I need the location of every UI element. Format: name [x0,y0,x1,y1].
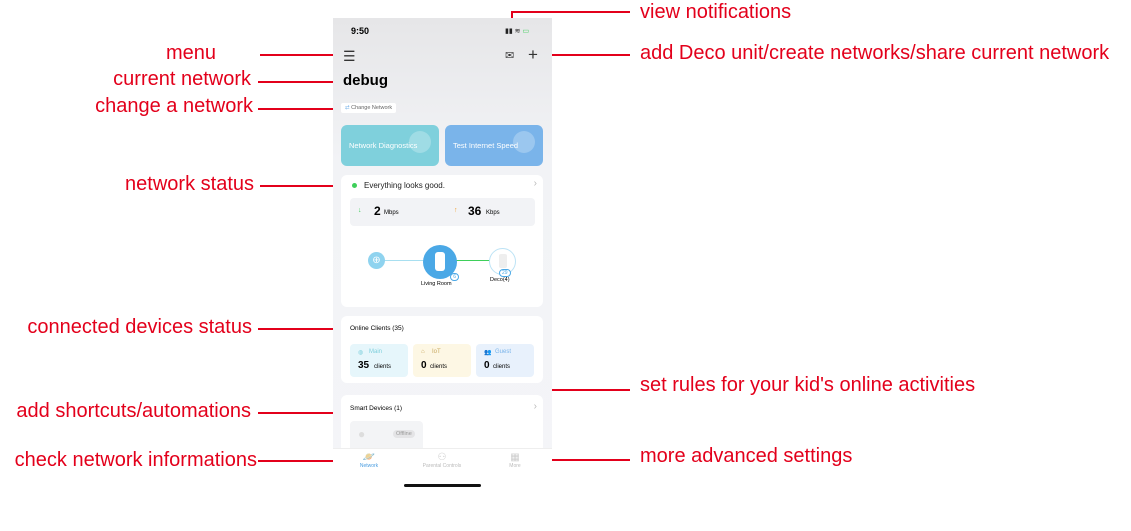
status-dot-icon [352,183,357,188]
tab-label: Parental Controls [422,463,462,469]
link-line [377,260,427,261]
annotation-network-status: network status [125,173,254,195]
tab-parental-controls[interactable]: ⚇Parental Controls [412,452,472,469]
online-clients-title: Online Clients (35) [350,325,404,332]
online-clients-card[interactable]: Online Clients (35) ◍ Main 35 clients ⌂ IoT 0… [341,316,543,383]
family-icon: ⚇ [437,452,447,463]
status-icons: ▮▮ ≋ ▭ [505,28,530,35]
group-unit: clients [374,364,392,370]
iot-icon: ⌂ [421,349,425,355]
annotation-add-deco: add Deco unit/create networks/share curr… [640,42,1110,64]
pointer-line [540,54,630,56]
download-value: 2 [374,204,381,218]
diagnostics-label: Network Diagnostics [349,141,418,150]
chevron-right-icon[interactable]: › [533,178,537,189]
globe-icon: ◍ [358,350,364,356]
tab-label: More [509,463,521,469]
mail-icon[interactable]: ✉ [505,50,515,62]
bulb-icon: ● [358,427,366,441]
tab-network[interactable]: 🪐Network [339,452,399,469]
pointer-line [258,81,345,83]
chevron-right-icon[interactable]: › [533,401,537,412]
change-network-button[interactable]: ⇄ Change Network [341,103,397,113]
speedometer-icon [513,131,535,153]
change-network-label: Change Network [351,105,393,111]
annotation-notifications: view notifications [640,1,792,23]
smart-devices-title: Smart Devices (1) [350,405,403,412]
deco-device-icon [435,252,445,271]
plus-icon[interactable]: + [528,45,538,64]
phone-screen: 9:50 ▮▮ ≋ ▭ ☰ ✉ + debug ⇄ Change Network… [333,18,552,493]
users-icon: 👥 [484,350,492,356]
device-status-badge: Offline [393,430,415,438]
network-name: debug [343,72,388,89]
pointer-line [511,11,630,13]
upload-value: 36 [468,204,482,218]
group-unit: clients [493,364,511,370]
pointer-line [258,328,345,330]
grid-icon: ▦ [510,452,520,463]
speed-test-button[interactable]: Test Internet Speed [445,125,543,166]
speed-label: Test Internet Speed [453,141,519,150]
annotation-shortcuts: add shortcuts/automations [16,400,251,422]
upload-icon: ↑ [454,207,458,214]
speed-panel: ↓ 2 Mbps ↑ 36 Kbps [350,198,535,226]
annotation-current-network: current network [113,68,251,90]
planet-icon: 🪐 [362,452,376,463]
tab-more[interactable]: ▦More [485,452,545,469]
status-message: Everything looks good. [364,181,445,190]
group-count: 0 [421,360,427,371]
pointer-line [258,460,360,462]
satellite-node-badge: 29 [499,269,511,277]
deco-device-icon [499,254,507,268]
group-label: Main [369,349,383,355]
main-node-label: Living Room [421,281,452,287]
shield-icon [409,131,431,153]
group-label: IoT [432,349,441,355]
group-label: Guest [495,349,512,355]
pointer-line [518,459,630,461]
satellite-node-label: Deco(4) [490,277,510,283]
link-line [456,260,501,261]
download-unit: Mbps [384,210,399,216]
annotation-network-info: check network informations [14,449,257,471]
network-status-card[interactable]: Everything looks good. › ↓ 2 Mbps ↑ 36 K… [341,175,543,307]
swap-icon: ⇄ [345,105,350,111]
annotation-menu: menu [165,42,216,64]
satellite-deco-node[interactable]: 29 [489,248,516,277]
group-count: 0 [484,360,490,371]
pointer-line [258,108,345,110]
status-time: 9:50 [351,26,370,36]
pointer-line [258,412,345,414]
network-diagnostics-button[interactable]: Network Diagnostics [341,125,439,166]
download-icon: ↓ [358,207,362,214]
main-node-badge: 6 [450,273,459,281]
pointer-line [260,54,345,56]
main-deco-node[interactable]: 6 [423,245,459,281]
annotation-more: more advanced settings [640,445,853,467]
home-indicator [404,484,481,487]
client-group-main[interactable]: ◍ Main 35 clients [350,344,408,377]
annotation-connected-devices: connected devices status [27,316,252,338]
group-unit: clients [430,364,448,370]
menu-icon[interactable]: ☰ [343,48,356,64]
group-count: 35 [358,360,370,371]
annotation-change-network: change a network [95,95,253,117]
internet-globe-icon: ⊕ [368,252,385,269]
upload-unit: Kbps [486,210,500,216]
tab-label: Network [359,463,379,469]
annotation-parental: set rules for your kid's online activiti… [640,374,976,396]
pointer-line [260,185,345,187]
